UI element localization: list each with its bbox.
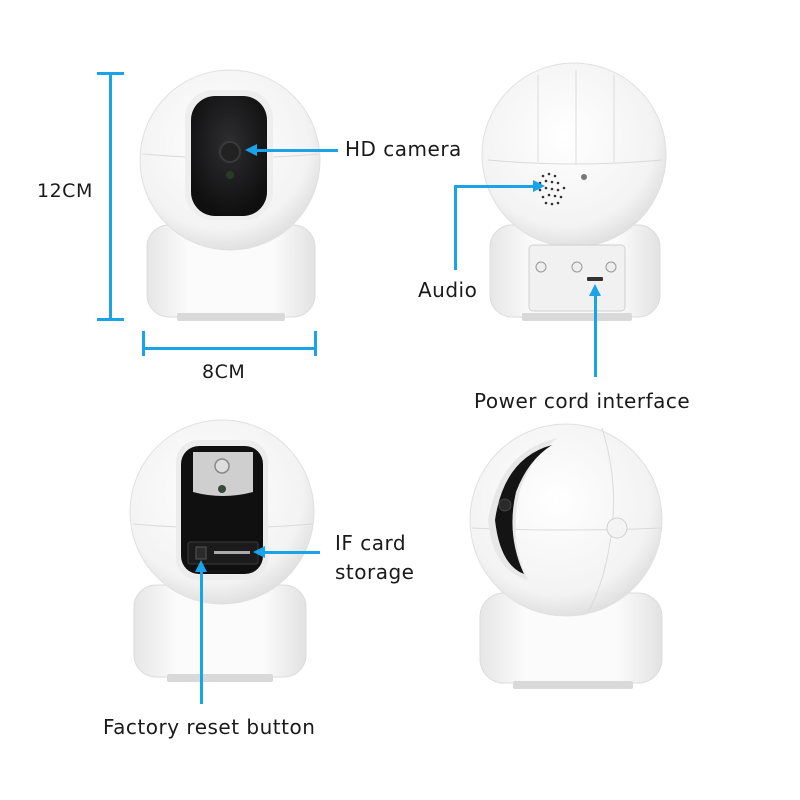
- power-cord-arrow-icon: [589, 284, 601, 296]
- if-card-label-line2: storage: [335, 560, 415, 584]
- hd-camera-label: HD camera: [345, 137, 462, 161]
- hd-camera-arrow-icon: [245, 144, 257, 156]
- power-cord-pointer-line: [594, 293, 597, 377]
- width-label: 8CM: [202, 361, 246, 383]
- if-card-label-line1: IF card: [335, 531, 407, 555]
- hd-camera-pointer-line: [255, 149, 338, 152]
- if-card-pointer-line: [262, 551, 320, 554]
- audio-arrow-icon: [533, 180, 545, 192]
- width-dimension-cap-left: [142, 331, 145, 356]
- factory-reset-pointer-line: [200, 570, 203, 704]
- width-dimension-cap-right: [314, 331, 317, 356]
- factory-reset-arrow-icon: [195, 560, 207, 572]
- power-cord-label: Power cord interface: [474, 389, 691, 413]
- height-dimension-cap-top: [97, 72, 124, 75]
- height-dimension-cap-bottom: [97, 318, 124, 321]
- height-label: 12CM: [37, 180, 93, 202]
- if-card-arrow-icon: [253, 546, 265, 558]
- audio-label: Audio: [418, 278, 478, 302]
- audio-pointer-horizontal: [454, 185, 537, 188]
- width-dimension-line: [143, 347, 317, 350]
- height-dimension-line: [109, 73, 112, 320]
- audio-pointer-vertical: [454, 185, 457, 270]
- factory-reset-label: Factory reset button: [103, 715, 316, 739]
